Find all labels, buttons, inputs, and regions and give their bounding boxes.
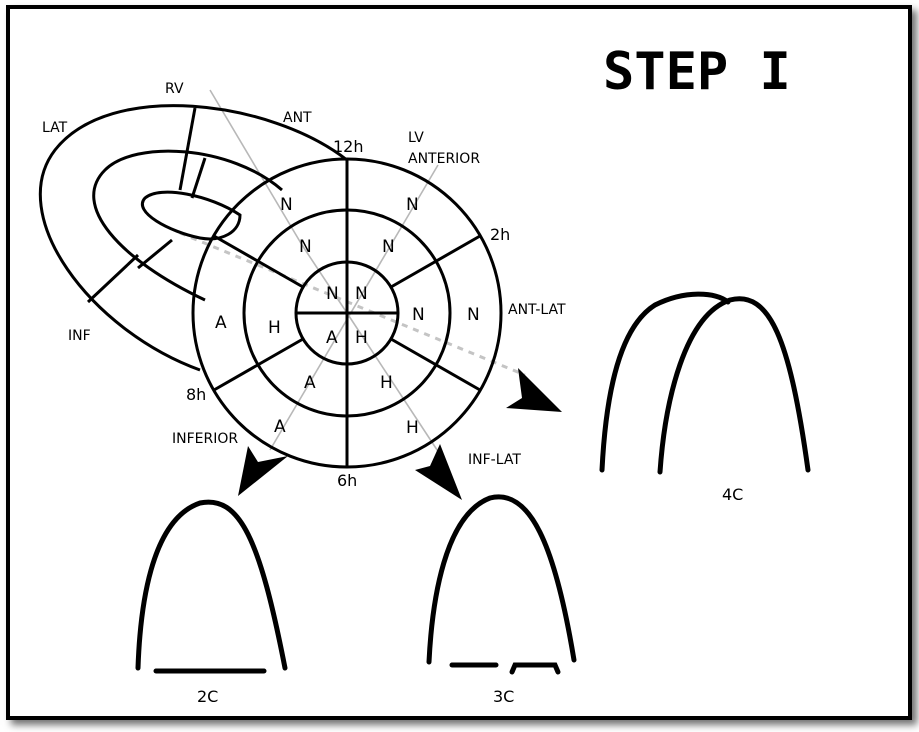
divider-8h: [213, 337, 304, 392]
arrow-to-4c: [506, 368, 562, 412]
divider-4h: [390, 337, 481, 392]
diagram-frame: [6, 5, 912, 720]
clock-2h: 2h: [490, 225, 510, 244]
seg-apex-2: N: [355, 284, 368, 304]
label-inf: INF: [68, 328, 91, 344]
seg-apex-4: A: [326, 328, 338, 348]
divider-10h: [213, 234, 304, 289]
label-rv: RV: [165, 81, 184, 97]
dashed-4c-axis: [179, 231, 526, 377]
seg-apex-3: H: [355, 328, 368, 348]
long-axis-divider-top-inner: [190, 157, 207, 199]
clock-8h: 8h: [186, 385, 206, 404]
seg-outer-4: H: [406, 418, 419, 438]
seg-outer-3: N: [467, 305, 480, 325]
seg-middle-6: H: [268, 318, 281, 338]
arrow-to-2c: [238, 446, 288, 496]
rv-guide-line: [209, 89, 303, 246]
seg-apex-1: N: [326, 284, 339, 304]
long-axis-divider-bottom-inner: [137, 238, 173, 270]
seg-outer-1: N: [280, 195, 293, 215]
label-lat: LAT: [42, 120, 68, 136]
label-anterior: ANTERIOR: [408, 151, 480, 167]
view-label-2c: 2C: [197, 687, 218, 706]
label-inf-lat: INF-LAT: [468, 452, 521, 468]
view-label-4c: 4C: [722, 485, 743, 504]
seg-middle-3: N: [412, 305, 425, 325]
seg-outer-5: A: [274, 417, 286, 437]
4c-right-wall: [657, 296, 811, 475]
seg-middle-5: A: [304, 373, 316, 393]
long-axis-middle-ring: [92, 149, 283, 302]
long-axis-divider-top: [178, 107, 197, 191]
label-inferior: INFERIOR: [172, 431, 238, 447]
clock-6h: 6h: [337, 471, 357, 490]
label-ant-lat: ANT-LAT: [508, 302, 566, 318]
arrow-to-3c: [415, 444, 462, 500]
view-label-3c: 3C: [493, 687, 514, 706]
long-axis-divider-bottom: [86, 253, 140, 304]
seg-middle-4: H: [380, 373, 393, 393]
inflat-guide-line: [346, 312, 446, 463]
seg-middle-1: N: [299, 237, 312, 257]
4c-left-wall: [599, 291, 731, 473]
step-title: STEP I: [603, 42, 791, 102]
long-axis-apex-ring: [141, 190, 242, 241]
rv-guide-line-inner: [301, 244, 348, 314]
3c-wall: [426, 494, 577, 665]
label-ant: ANT: [283, 110, 312, 126]
divider-2h: [390, 234, 481, 289]
long-axis-outer-ring: [38, 104, 348, 372]
2c-wall: [135, 499, 288, 671]
3c-base-right: [509, 662, 561, 675]
seg-outer-2: N: [406, 195, 419, 215]
seg-middle-2: N: [382, 237, 395, 257]
label-lv: LV: [408, 130, 424, 146]
seg-outer-6: A: [215, 313, 227, 333]
clock-12h: 12h: [333, 137, 364, 156]
